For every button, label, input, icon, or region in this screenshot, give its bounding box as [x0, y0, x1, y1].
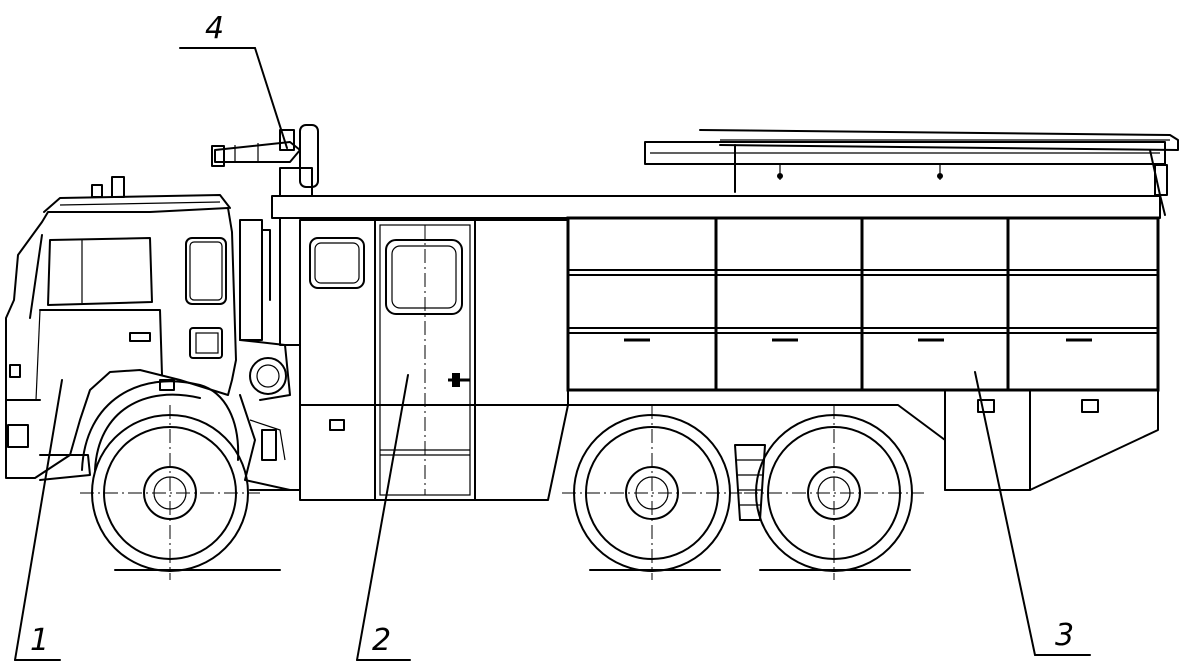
front-wheel — [80, 405, 260, 580]
crew-compartment — [299, 219, 569, 501]
cab — [5, 176, 271, 481]
callout-2: 2 — [372, 623, 391, 658]
water-monitor — [211, 124, 319, 197]
callout-3: 3 — [1055, 618, 1074, 653]
pump-assembly — [239, 339, 301, 491]
callout-1: 1 — [30, 623, 49, 658]
callout-4: 4 — [205, 11, 224, 46]
tank-body — [271, 195, 1161, 491]
bogie-suspension — [734, 444, 766, 521]
rear-wheel — [744, 405, 924, 580]
front-fender — [81, 379, 240, 471]
roof-ladder — [644, 129, 1179, 216]
leader-lines — [14, 47, 1091, 661]
middle-wheel — [562, 405, 742, 580]
